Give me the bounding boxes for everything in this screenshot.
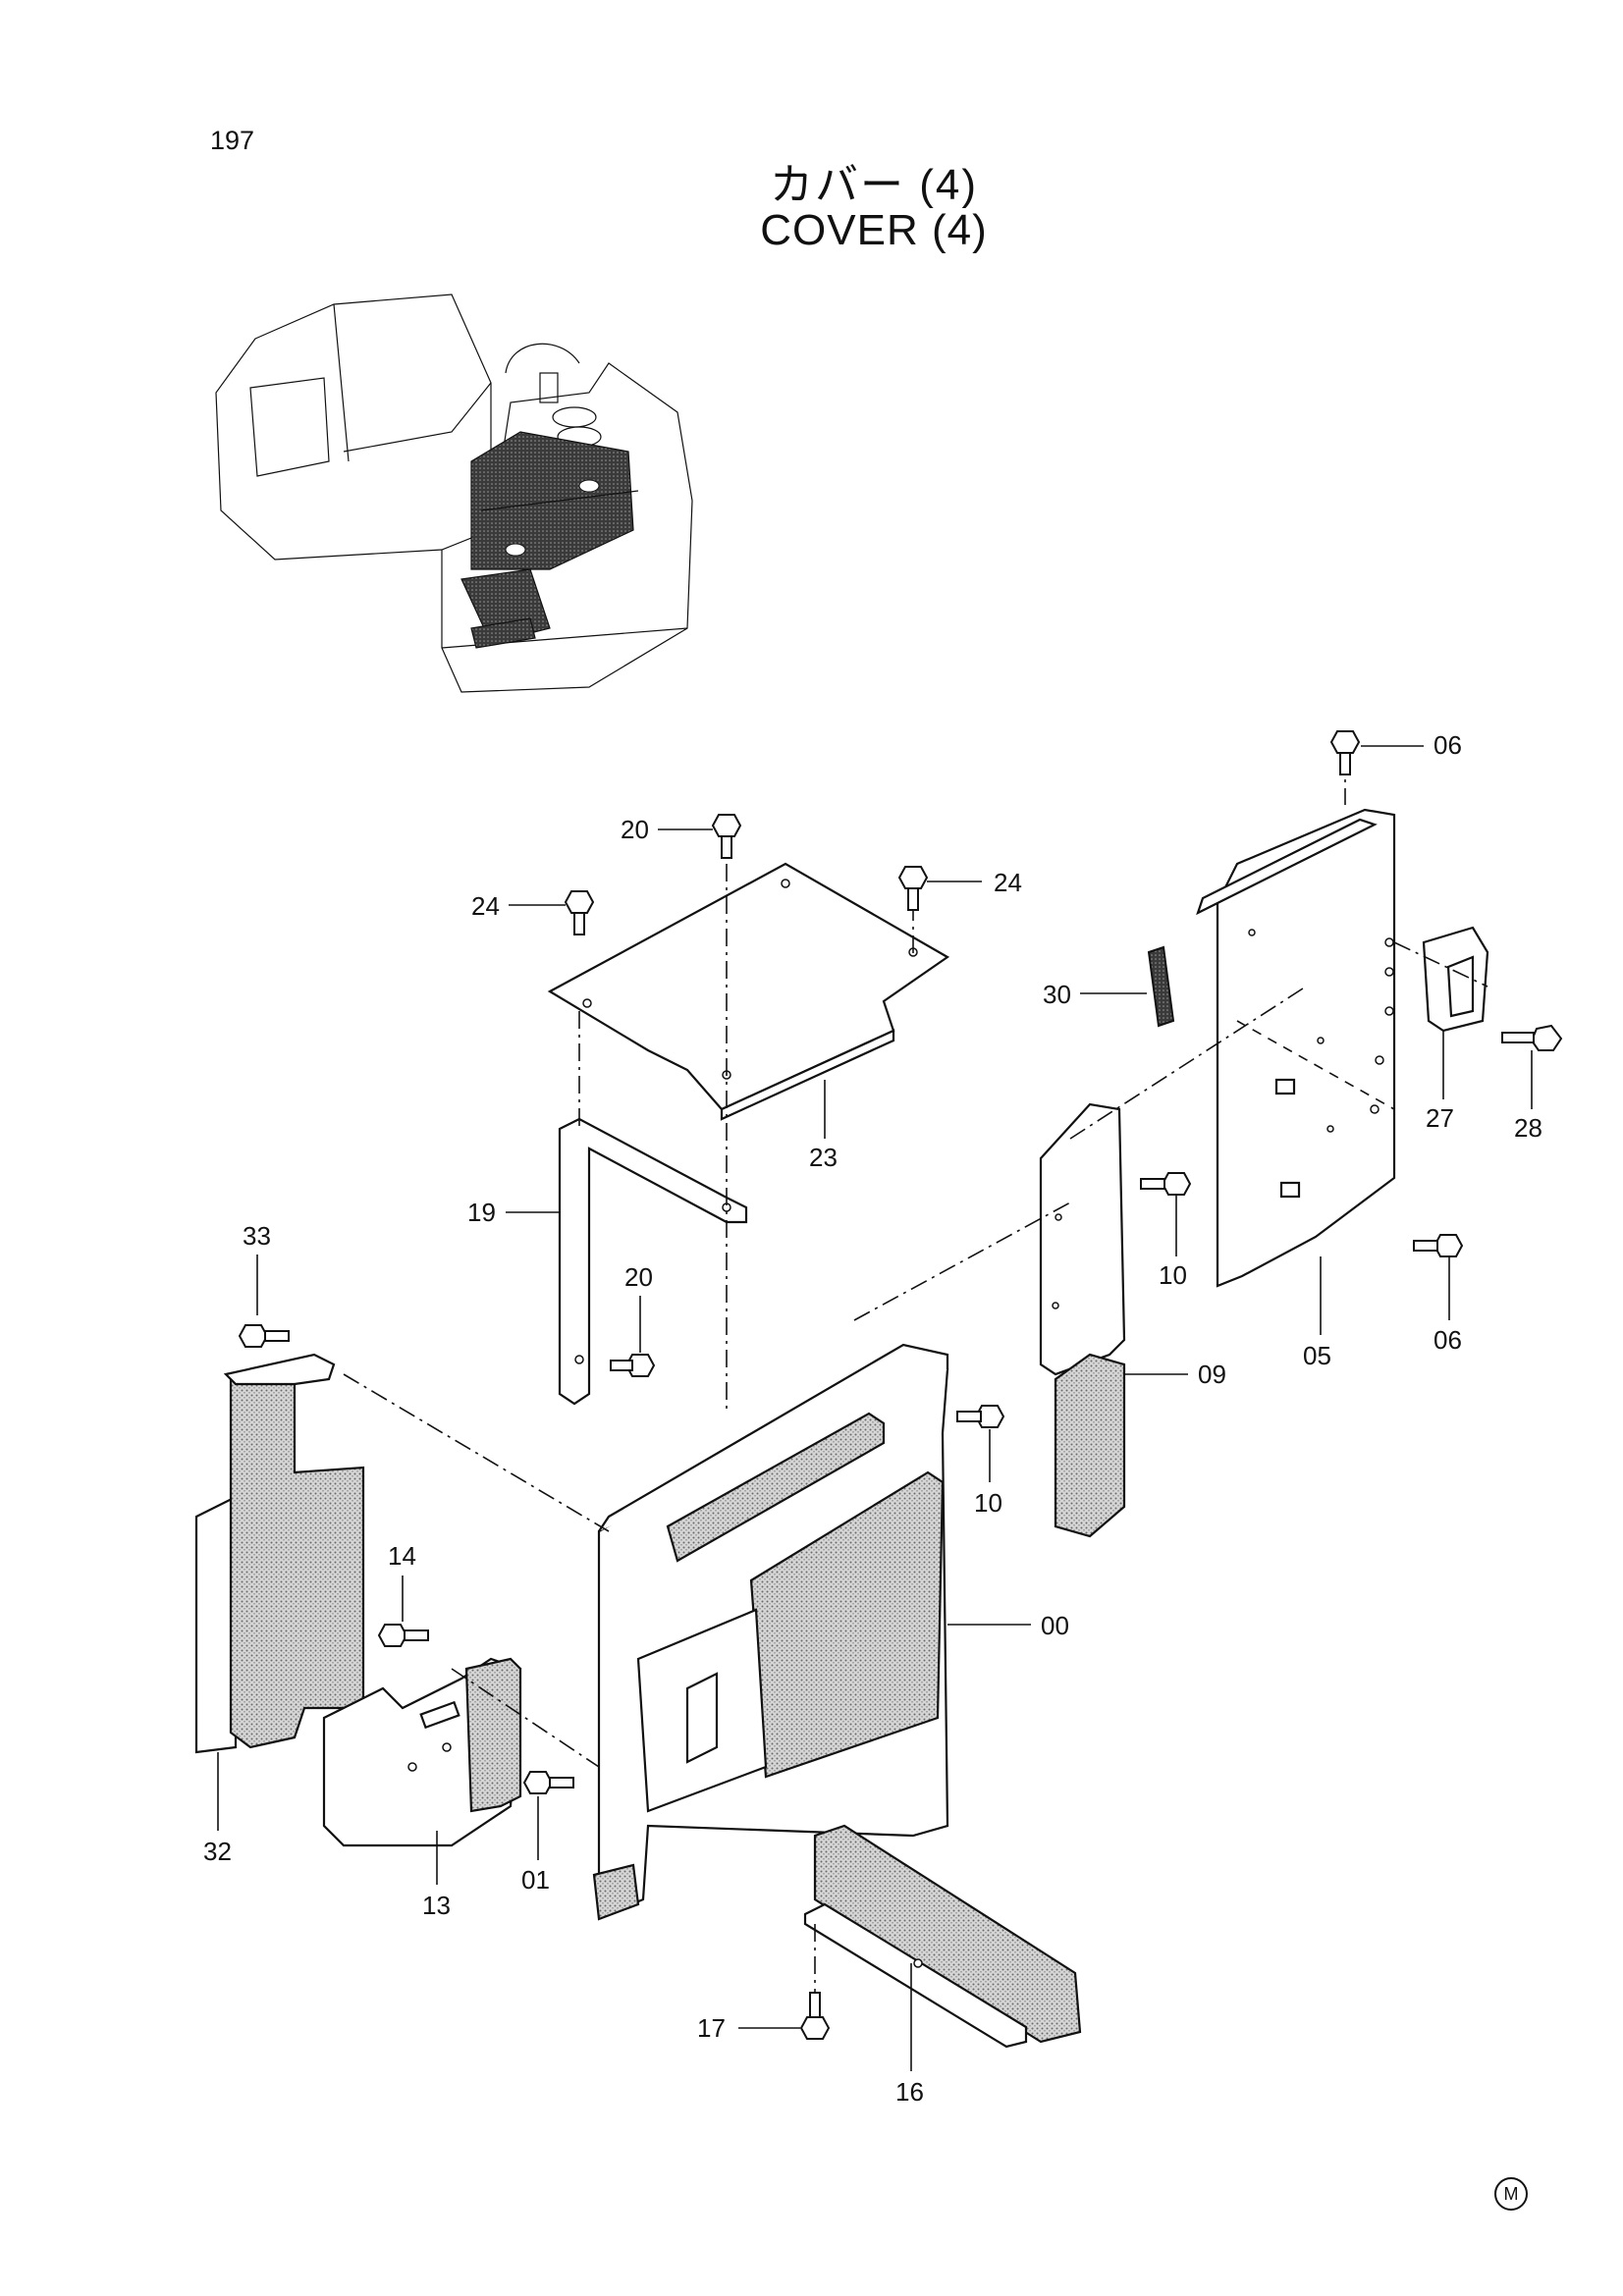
bolt-10-right — [1140, 1172, 1192, 1196]
label-09: 09 — [1198, 1360, 1226, 1389]
part-09-side-foam — [1039, 1102, 1126, 1538]
label-20-top: 20 — [621, 815, 649, 844]
label-16: 16 — [895, 2077, 924, 2107]
machine-overview-illustration — [215, 294, 693, 693]
bolt-28 — [1501, 1024, 1563, 1051]
label-14: 14 — [388, 1541, 416, 1571]
title-english: COVER (4) — [760, 206, 988, 254]
bolt-33 — [238, 1324, 290, 1348]
bolt-20-top — [711, 814, 742, 859]
label-01: 01 — [521, 1865, 550, 1895]
label-17: 17 — [697, 2013, 726, 2043]
label-20-mid: 20 — [624, 1262, 653, 1292]
label-28: 28 — [1514, 1113, 1542, 1143]
label-13: 13 — [422, 1891, 451, 1920]
part-00-main-frame — [592, 1343, 949, 1921]
bolt-20-mid — [610, 1354, 656, 1377]
label-10-right: 10 — [1159, 1260, 1187, 1290]
bolt-14 — [377, 1624, 429, 1647]
part-27-bracket — [1422, 926, 1489, 1033]
bolt-06-top — [1329, 730, 1361, 775]
part-13-plate — [322, 1657, 522, 1847]
part-32-left-cover — [194, 1353, 365, 1754]
part-05-side-panel — [1196, 808, 1396, 1288]
label-19: 19 — [467, 1198, 496, 1227]
label-32: 32 — [203, 1837, 232, 1866]
label-05: 05 — [1303, 1341, 1331, 1370]
bolt-17 — [799, 1992, 831, 2040]
label-10-mid: 10 — [974, 1488, 1002, 1518]
label-24-right: 24 — [994, 868, 1022, 897]
bolt-24-left — [564, 890, 595, 935]
label-30: 30 — [1043, 980, 1071, 1009]
bolt-06-bottom — [1413, 1234, 1464, 1257]
corner-mark: M — [1494, 2177, 1528, 2211]
part-16-bottom-foam — [803, 1824, 1082, 2049]
label-00: 00 — [1041, 1611, 1069, 1640]
bolt-01 — [522, 1771, 574, 1794]
part-23-top-plate — [547, 862, 950, 1121]
part-30-strip — [1147, 945, 1175, 1028]
title-japanese: カバー (4) — [770, 161, 978, 209]
label-27: 27 — [1426, 1103, 1454, 1133]
bolt-24-right — [897, 866, 929, 911]
page-number: 197 — [210, 126, 255, 155]
part-19-u-bracket — [558, 1117, 748, 1406]
bolt-10-mid — [956, 1405, 1005, 1428]
label-06-top: 06 — [1434, 730, 1462, 760]
label-24-left: 24 — [471, 891, 500, 921]
label-23: 23 — [809, 1143, 838, 1172]
label-33: 33 — [243, 1221, 271, 1251]
label-06-bottom: 06 — [1434, 1325, 1462, 1355]
